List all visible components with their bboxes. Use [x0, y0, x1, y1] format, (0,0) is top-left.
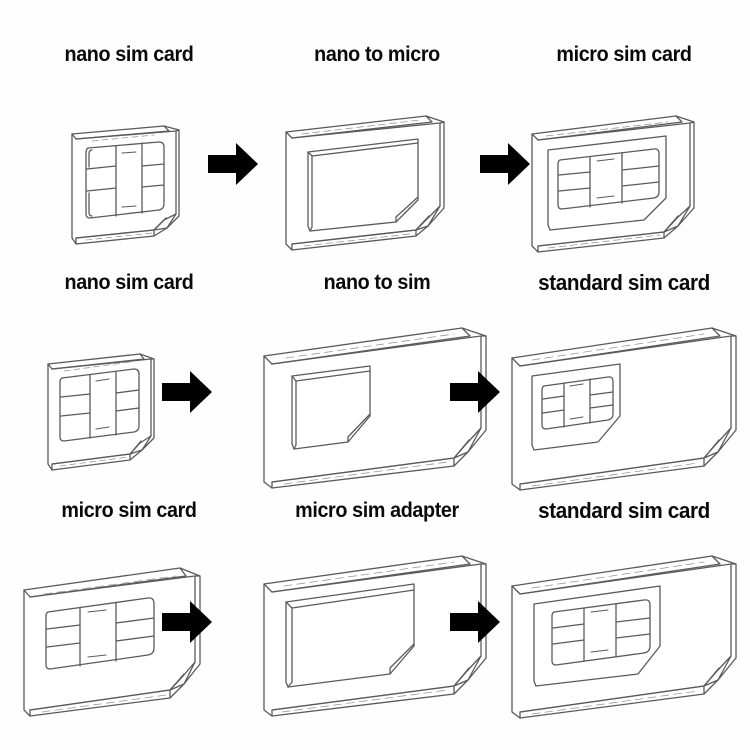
- card-label: micro sim card: [61, 499, 197, 522]
- card-label: micro sim card: [556, 43, 692, 66]
- cell-nano-sim-card: nano sim card: [4, 42, 254, 272]
- arrow-right-icon: [206, 140, 260, 188]
- cell-standard-sim-card: standard sim card: [498, 498, 750, 728]
- card-label: nano sim card: [64, 43, 194, 66]
- row-micro-to-standard: micro sim card: [0, 498, 750, 728]
- card-label: standard sim card: [538, 270, 710, 295]
- standard-sim-card-drawing: [498, 296, 750, 496]
- micro-sim-card-drawing: [4, 524, 254, 724]
- nano-to-micro-adapter-drawing: [248, 68, 506, 268]
- card-label: micro sim adapter: [295, 499, 459, 522]
- arrow-right-icon: [478, 140, 532, 188]
- arrow-right-icon: [160, 598, 214, 646]
- cell-nano-to-micro-adapter: nano to micro: [248, 42, 506, 272]
- micro-sim-adapter-drawing: [248, 524, 506, 724]
- card-label: nano to sim: [323, 271, 431, 294]
- micro-sim-card-drawing: [498, 68, 750, 268]
- arrow-right-icon: [448, 598, 502, 646]
- card-label: nano to micro: [314, 43, 440, 66]
- row-nano-to-standard: nano sim card: [0, 270, 750, 500]
- arrow-right-icon: [448, 368, 502, 416]
- card-label: nano sim card: [64, 271, 194, 294]
- cell-nano-to-sim-adapter: nano to sim: [248, 270, 506, 500]
- standard-sim-card-drawing: [498, 524, 750, 724]
- nano-sim-card-drawing: [4, 68, 254, 268]
- nano-sim-card-drawing: [4, 296, 254, 496]
- cell-standard-sim-card: standard sim card: [498, 270, 750, 500]
- card-label: standard sim card: [538, 498, 710, 523]
- row-nano-to-micro: nano sim card: [0, 42, 750, 272]
- cell-micro-sim-card: micro sim card: [498, 42, 750, 272]
- nano-to-sim-adapter-drawing: [248, 296, 506, 496]
- cell-nano-sim-card: nano sim card: [4, 270, 254, 500]
- arrow-right-icon: [160, 368, 214, 416]
- cell-micro-sim-card: micro sim card: [4, 498, 254, 728]
- cell-micro-sim-adapter: micro sim adapter: [248, 498, 506, 728]
